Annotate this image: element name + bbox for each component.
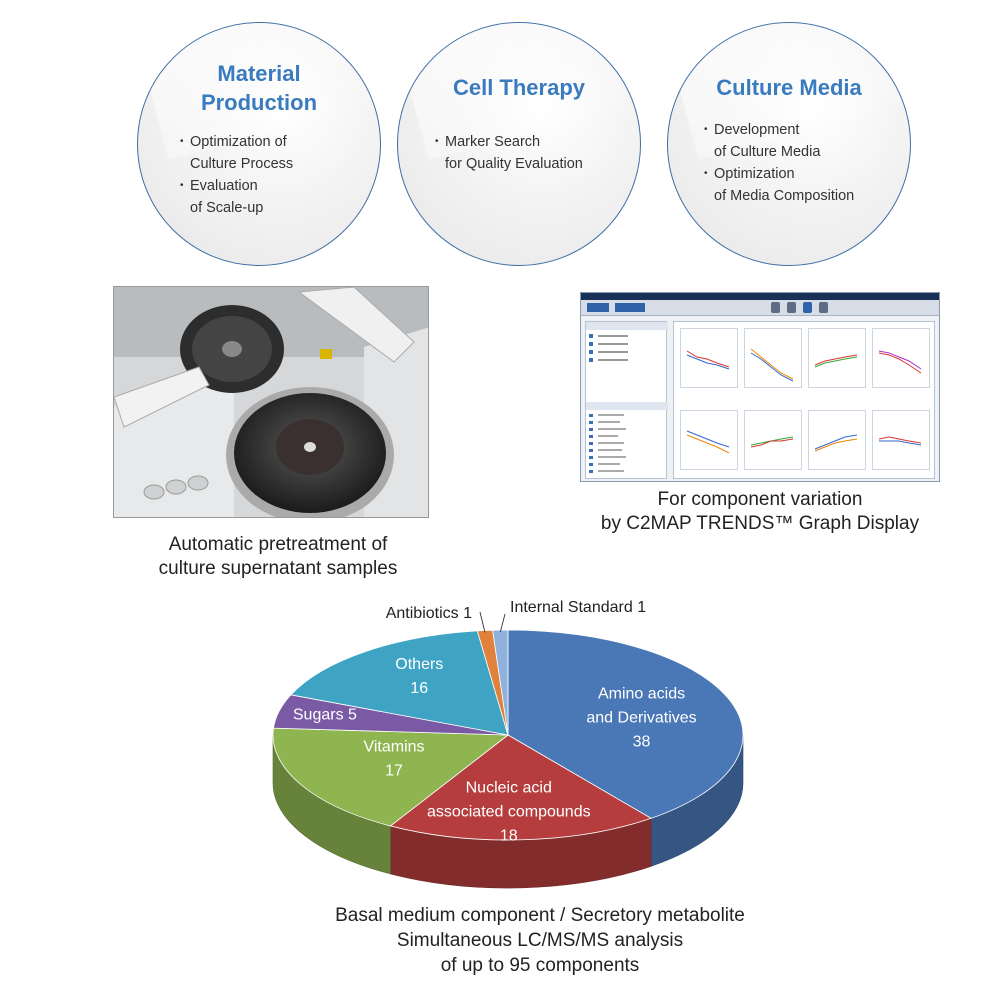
caption-line: Basal medium component / Secretory metab…	[335, 905, 745, 926]
window-title-bar	[581, 293, 939, 300]
instrument-photo	[113, 286, 429, 518]
pie-slice-0	[507, 629, 744, 819]
bullet-item: Optimization of Media Composition	[704, 163, 854, 207]
bullet-text: of Culture Media	[714, 144, 821, 160]
pie-label: Internal Standard 1	[510, 599, 646, 616]
trend-mini-chart	[808, 328, 866, 388]
bullet-item: Marker Search for Quality Evaluation	[435, 131, 583, 175]
bullet-text: Optimization	[714, 166, 795, 182]
pie-label: 16	[410, 680, 428, 697]
instrument-illustration	[114, 287, 428, 517]
pie-label: associated compounds	[427, 803, 591, 820]
pie-slice-6	[492, 629, 509, 736]
ribbon-tab	[615, 303, 645, 312]
pie-leader-line	[499, 613, 506, 633]
caption-line: For component variation	[657, 489, 863, 510]
instrument-caption: Automatic pretreatment of culture supern…	[113, 533, 443, 581]
pie-slice-4	[290, 630, 509, 736]
bullet-text: Evaluation	[190, 178, 258, 194]
sample-list-illustration	[586, 322, 668, 473]
bullet-text: Marker Search	[445, 134, 541, 150]
pie-label: Vitamins	[363, 738, 424, 755]
toolbar-icon	[787, 302, 796, 313]
bullet-text: of Scale-up	[190, 200, 264, 216]
material-production-circle: Material Production Optimization of Cult…	[137, 22, 381, 266]
pie-leader-line	[479, 611, 486, 633]
software-caption: For component variation by C2MAP TRENDS™…	[560, 488, 960, 536]
pie-label: 17	[385, 762, 403, 779]
bullet-item: Development of Culture Media	[704, 119, 854, 163]
pie-label: and Derivatives	[586, 709, 696, 726]
pie-label: 38	[633, 733, 651, 750]
bullet-item: Optimization of Culture Process	[180, 131, 293, 175]
circle-title-line: Culture Media	[716, 75, 862, 100]
bullet-item: Evaluation of Scale-up	[180, 175, 293, 219]
circle-title: Cell Therapy	[398, 73, 640, 102]
trend-charts-panel	[673, 321, 935, 479]
bullet-text: for Quality Evaluation	[445, 156, 583, 172]
ribbon-bar	[581, 300, 939, 316]
trend-mini-chart	[808, 410, 866, 470]
trend-mini-chart	[872, 328, 930, 388]
caption-line: Simultaneous LC/MS/MS analysis	[396, 930, 684, 951]
bullet-text: of Media Composition	[714, 188, 855, 204]
toolbar-icon	[803, 302, 812, 313]
trend-mini-chart	[744, 410, 802, 470]
pie-slice-1	[389, 734, 653, 841]
toolbar-icon	[771, 302, 780, 313]
circle-title: Material Production	[138, 59, 380, 117]
culture-media-circle: Culture Media Development of Culture Med…	[667, 22, 911, 266]
pie-label: Sugars 5	[293, 707, 357, 724]
pie-label: 18	[500, 827, 518, 844]
pie-caption: Basal medium component / Secretory metab…	[270, 903, 810, 978]
caption-line: Automatic pretreatment of	[168, 534, 388, 555]
trend-mini-chart	[680, 410, 738, 470]
trend-mini-chart	[744, 328, 802, 388]
bullet-text: Optimization of	[190, 134, 287, 150]
trend-mini-chart	[680, 328, 738, 388]
caption-line: culture supernatant samples	[158, 558, 398, 579]
cell-therapy-circle: Cell Therapy Marker Search for Quality E…	[397, 22, 641, 266]
software-screenshot	[580, 292, 940, 482]
bullet-text: Culture Process	[190, 156, 294, 172]
circle-title: Culture Media	[668, 73, 910, 102]
circle-title-line: Production	[200, 90, 318, 115]
circle-title-line: Material	[217, 61, 301, 86]
pie-label: Amino acids	[598, 685, 685, 702]
circle-bullet-list: Development of Culture Media Optimizatio…	[704, 119, 854, 207]
circle-bullet-list: Optimization of Culture Process Evaluati…	[180, 131, 293, 219]
ribbon-tab	[587, 303, 609, 312]
bullet-text: Development	[714, 122, 800, 138]
pie-slice-2	[272, 727, 510, 827]
toolbar-icon	[819, 302, 828, 313]
pie-label: Antibiotics 1	[386, 605, 472, 622]
sample-list-panel	[585, 321, 668, 479]
circle-title-line: Cell Therapy	[452, 75, 586, 100]
caption-line: by C2MAP TRENDS™ Graph Display	[600, 513, 920, 534]
trend-mini-chart	[872, 410, 930, 470]
caption-line: of up to 95 components	[440, 955, 640, 976]
pie-label: Nucleic acid	[466, 779, 552, 796]
circle-bullet-list: Marker Search for Quality Evaluation	[435, 131, 583, 175]
pie-label: Others	[395, 656, 443, 673]
